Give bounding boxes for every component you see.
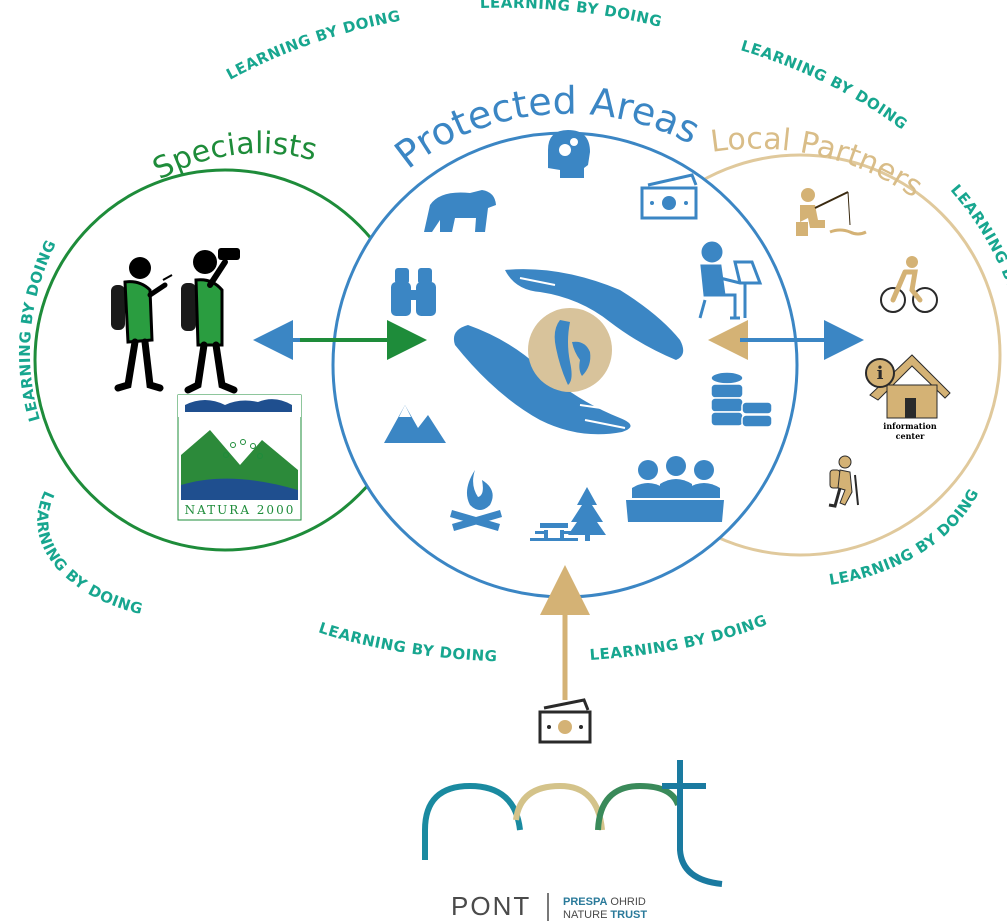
cyclist-icon — [880, 256, 938, 313]
logo-pont-text: PONT — [451, 891, 531, 921]
campfire-icon — [450, 470, 502, 531]
specialists-title: Specialists — [147, 126, 320, 187]
coins-icon — [710, 371, 773, 428]
learning-label: LEARNING BY DOING — [828, 486, 983, 589]
center-label: center — [896, 431, 926, 441]
bear-icon — [424, 190, 496, 232]
camping-tree-icon — [530, 487, 606, 541]
learning-label: LEARNING BY DOING — [480, 0, 664, 31]
mountain-icon — [384, 405, 446, 443]
information-label: information — [883, 421, 937, 431]
info-i: i — [877, 363, 884, 384]
natura-2000-text: NATURA 2000 — [185, 503, 296, 517]
natura-2000-logo: NATURA 2000 — [177, 394, 302, 521]
binoculars-icon — [391, 268, 436, 316]
learning-label: LEARNING BY DOING — [317, 619, 498, 666]
funding-cash-icon — [538, 698, 592, 744]
fisherman-icon — [796, 188, 867, 236]
learning-label: LEARNING BY DOING — [739, 37, 911, 134]
learning-label: LEARNING BY DOING — [223, 7, 402, 84]
logo-t-stem — [677, 760, 723, 887]
hands-holding-globe-icon — [453, 269, 684, 435]
globe-icon — [528, 308, 612, 392]
logo-arc-teal-left — [422, 782, 523, 860]
learning-label: LEARNING BY DOING — [33, 488, 145, 618]
logo-arc-teal-right — [595, 782, 681, 831]
cash-icon — [640, 173, 698, 220]
meeting-table-icon — [626, 456, 724, 522]
hiker-with-binoculars-icon — [181, 248, 240, 394]
logo-arc-gold — [513, 782, 605, 831]
person-at-laptop-icon — [698, 241, 763, 320]
hiker-with-pencil-icon — [111, 257, 173, 392]
head-gears-icon — [548, 130, 590, 178]
learning-label: LEARNING BY DOING — [589, 611, 770, 664]
hiker-icon — [828, 455, 859, 508]
information-center-icon: i information center — [865, 354, 951, 441]
